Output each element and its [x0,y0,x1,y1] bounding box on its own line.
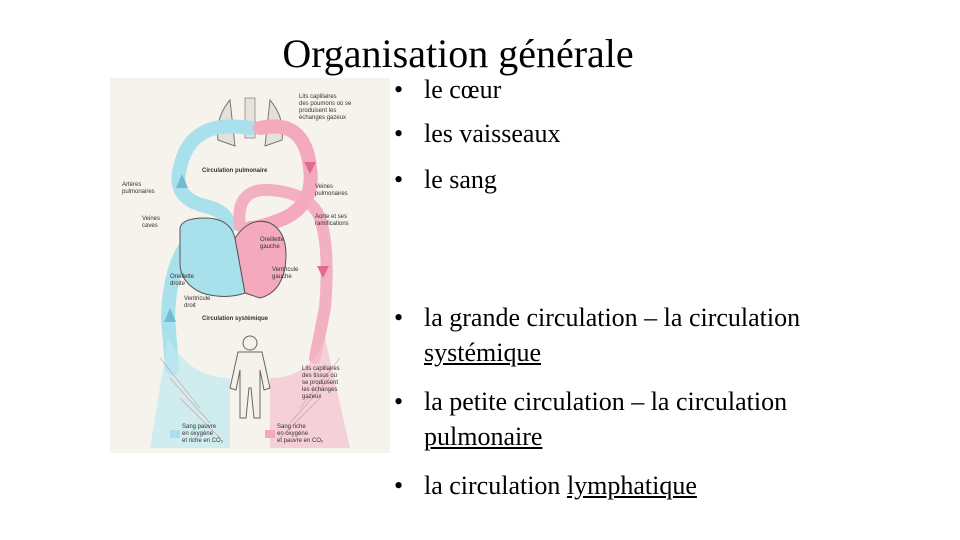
bullet-coeur: le cœur [394,72,834,107]
underlined-term: pulmonaire [424,422,543,451]
bullet-circulation-lymphatique: la circulation lymphatique [394,468,834,503]
underlined-term: lymphatique [566,471,697,500]
label-ventricule-droit: Ventricule droit [184,296,212,309]
circulation-diagram: Lits capillaires des poumons où se produ… [110,78,390,453]
bullet-petite-circulation: la petite circulation – la circulation p… [394,384,834,454]
label-oreillette-droite: Oreillette droite [170,274,196,287]
label-aorte: Aorte et ses ramifications [315,214,349,227]
bullet-text: la circulation [424,471,567,500]
human-figure [229,335,271,419]
bullet-text: la grande circulation – la circulation [424,303,801,332]
circulation-diagram-svg: Lits capillaires des poumons où se produ… [122,94,353,448]
label-circulation-pulmonaire: Circulation pulmonaire [202,168,268,174]
legend-swatch-pauvre [170,430,180,438]
legend-label-pauvre: Sang pauvre en oxygène et riche en CO₂ [182,424,224,444]
underlined-term: systémique [424,338,541,367]
label-ventricule-gauche: Ventricule gauche [272,267,300,280]
label-arteres-pulmonaires: Artères pulmonaires [122,182,155,195]
tissue-capillaries [150,338,350,448]
legend-swatch-riche [265,430,275,438]
bullet-text: la petite circulation – la circulation [424,387,788,416]
pulmonary-vein-loop [243,119,318,235]
legend-label-riche: Sang riche en oxygène et pauvre en CO₂ [277,424,324,444]
flow-arrows [164,162,329,322]
legend: Sang pauvre en oxygène et riche en CO₂ S… [170,424,324,444]
label-oreillette-gauche: Oreillette gauche [260,237,286,250]
heart [179,217,287,299]
label-capillaires-poumons: Lits capillaires des poumons où se produ… [299,94,353,121]
bullet-grande-circulation: la grande circulation – la circulation s… [394,300,834,370]
label-capillaires-tissus: Lits capillaires des tissus où se produi… [302,366,341,400]
bullet-vaisseaux: les vaisseaux [394,116,834,151]
label-veines-pulmonaires: Veines pulmonaires [315,184,348,197]
label-circulation-systemique: Circulation systémique [202,316,269,322]
label-veines-caves: Veines caves [142,216,162,229]
slide-title: Organisation générale [282,31,634,76]
bullet-sang: le sang [394,162,834,197]
